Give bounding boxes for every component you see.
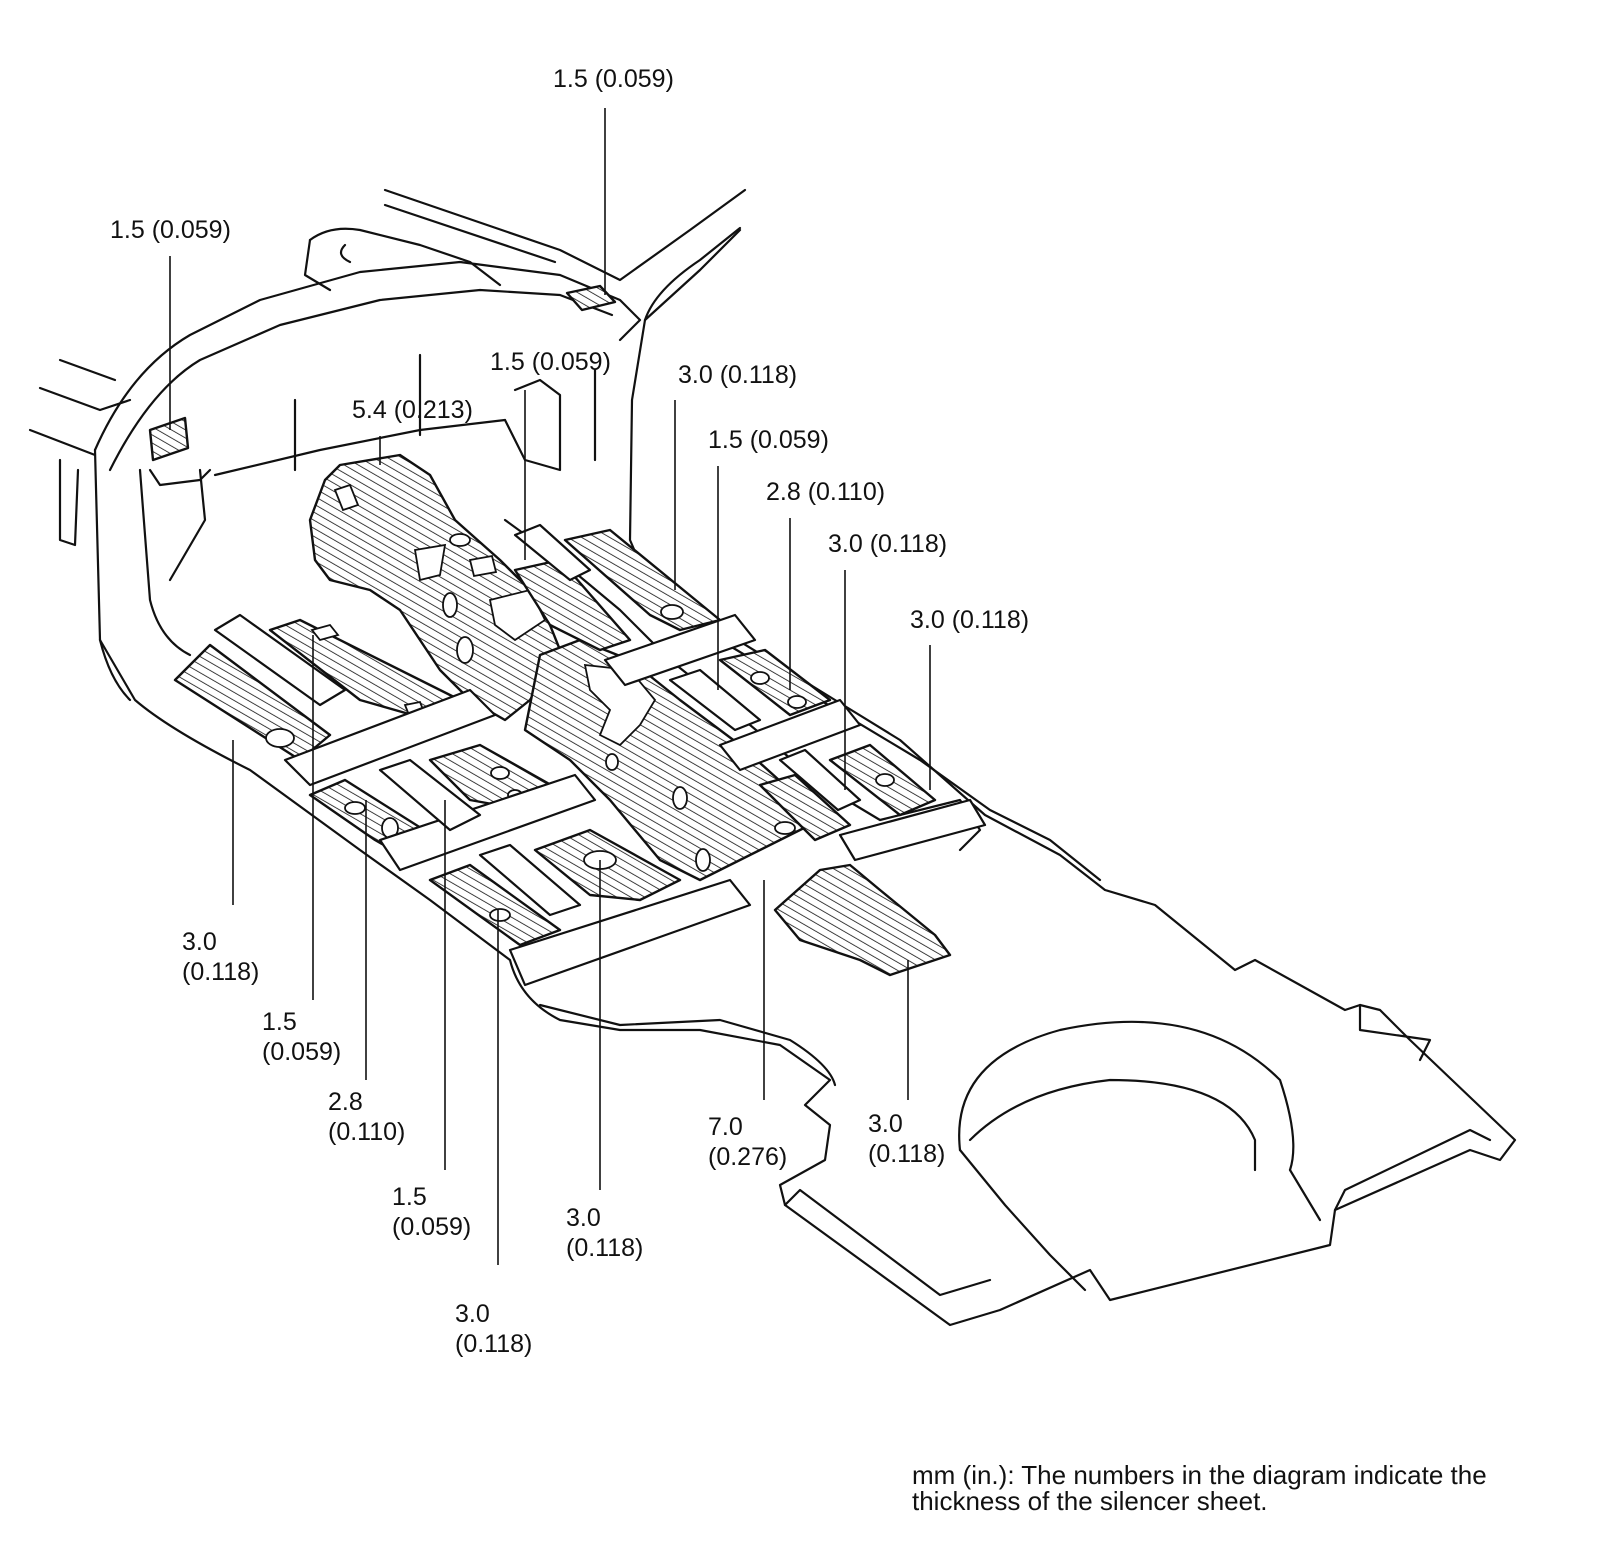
leader-lines (169, 108, 931, 1265)
label-right-4: 3.0 (0.118) (828, 530, 947, 558)
floor-pad-front-left-1 (173, 643, 332, 762)
label-bottom-5-value: 3.0 (455, 1300, 490, 1328)
label-bottom-4-value: 1.5 (392, 1183, 427, 1211)
label-bottom-8-inch: (0.118) (868, 1140, 945, 1168)
label-right-2: 1.5 (0.059) (708, 426, 829, 454)
floor-pad-rear-right-2 (758, 773, 852, 842)
label-bottom-7-value: 7.0 (708, 1113, 743, 1141)
footnote-line-1: mm (in.): The numbers in the diagram ind… (912, 1460, 1487, 1490)
label-mid-center: 1.5 (0.059) (490, 348, 611, 376)
dash-pad-left (148, 416, 190, 462)
thickness-labels: 1.5 (0.059) 1.5 (0.059) 1.5 (0.059) 5.4 … (110, 65, 1029, 1358)
tunnel-silencer-pad (523, 638, 832, 882)
floor-cross-members (213, 523, 987, 987)
label-bottom-5-inch: (0.118) (455, 1330, 532, 1358)
footnote-line-2: thickness of the silencer sheet. (912, 1486, 1268, 1516)
label-bottom-6-value: 3.0 (566, 1204, 601, 1232)
label-top-left: 1.5 (0.059) (110, 216, 231, 244)
label-mid-left: 5.4 (0.213) (352, 396, 473, 424)
label-bottom-4-inch: (0.059) (392, 1213, 471, 1241)
rear-floor-pad (773, 863, 952, 977)
label-bottom-1-inch: (0.118) (182, 958, 259, 986)
label-right-5: 3.0 (0.118) (910, 606, 1029, 634)
label-bottom-1-value: 3.0 (182, 928, 217, 956)
floor-pad-front-right-1 (563, 528, 722, 632)
label-top-center: 1.5 (0.059) (553, 65, 674, 93)
label-bottom-2-value: 1.5 (262, 1008, 297, 1036)
label-bottom-2-inch: (0.059) (262, 1038, 341, 1066)
label-bottom-8-value: 3.0 (868, 1110, 903, 1138)
floor-pad-front-right-3 (718, 648, 832, 717)
floor-pad-rear-right-1 (828, 743, 937, 817)
floor-pad-rear-left-3 (428, 863, 562, 947)
label-right-1: 3.0 (0.118) (678, 361, 797, 389)
footnote: mm (in.): The numbers in the diagram ind… (912, 1462, 1592, 1514)
label-bottom-6-inch: (0.118) (566, 1234, 643, 1262)
label-bottom-3-value: 2.8 (328, 1088, 363, 1116)
label-right-3: 2.8 (0.110) (766, 478, 885, 506)
dash-pad-top (565, 284, 617, 312)
label-bottom-3-inch: (0.110) (328, 1118, 405, 1146)
label-bottom-7-inch: (0.276) (708, 1143, 787, 1171)
